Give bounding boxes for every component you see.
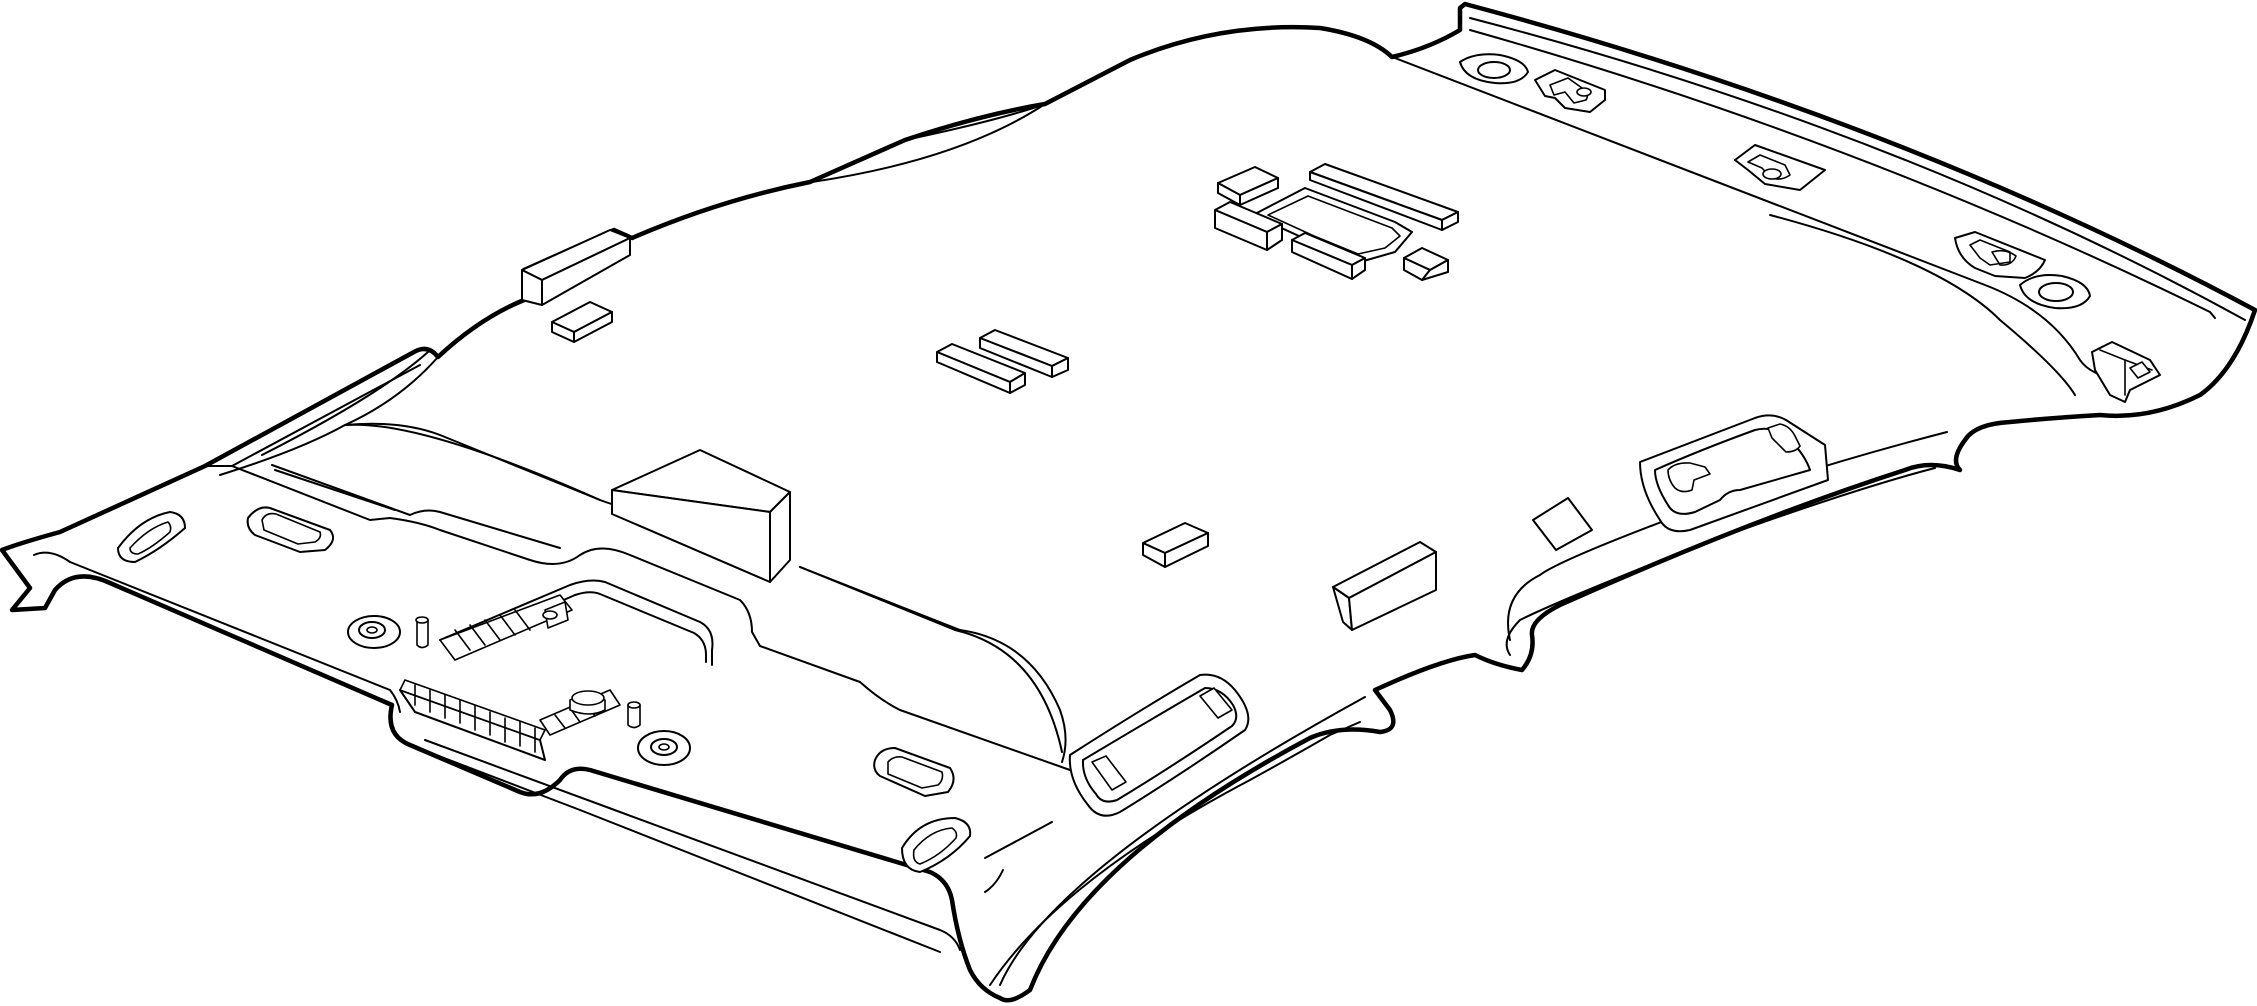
front-clip-hook-center (1734, 144, 1826, 191)
rear-center-short-line (984, 821, 1053, 859)
front-header-outer-line (1469, 17, 2246, 321)
grab-handle-recess-rear-left (117, 511, 186, 563)
front-clip-hook-right (1954, 231, 2046, 279)
pad-block-right-center (1332, 541, 1437, 631)
rear-lower-contour (409, 744, 941, 953)
left-roof-sweep (261, 351, 429, 456)
windshield-bow-curve (1769, 214, 2076, 396)
rear-short-notch-line (984, 869, 1004, 893)
rear-console-frame (439, 579, 714, 666)
pad-strip-center-lower (936, 343, 1026, 394)
right-front-inner-line (999, 696, 1366, 986)
overhead-console-bracket (1214, 163, 1459, 281)
front-clip-corner-block (2091, 341, 2161, 403)
pad-block-left-small (551, 301, 613, 343)
front-clip-round-left (1459, 53, 1529, 85)
pad-block-center-small (1142, 522, 1209, 568)
round-clip-right (637, 730, 691, 766)
pad-block-rear-large (611, 449, 791, 583)
grab-handle-recess-left (246, 506, 335, 553)
right-rear-roof-bow (799, 566, 956, 631)
front-right-lower-sweep (1505, 467, 1936, 656)
center-roof-long-line (271, 464, 561, 549)
rear-inner-contour (424, 739, 961, 951)
sunroof-upper-curve (811, 103, 1046, 183)
rear-roof-edge-line (799, 566, 1067, 763)
visor-pocket-right (1639, 414, 1829, 533)
rear-clip-cluster (399, 594, 641, 761)
center-rear-curve (954, 629, 1063, 753)
front-clip-round-right (2019, 274, 2091, 310)
left-side-trim-line (33, 551, 401, 713)
right-front-wrap-line (989, 721, 1361, 986)
pad-tile-right (1532, 497, 1593, 551)
rear-crossbar-upper (231, 465, 1071, 771)
grab-handle-recess-right (901, 817, 972, 873)
visor-pocket-rear (1068, 673, 1250, 817)
pad-strip-center-upper (979, 329, 1069, 378)
sunroof-lower-curve (904, 103, 1046, 141)
pad-block-left-edge (521, 229, 631, 306)
rear-console-frame-inner (449, 591, 707, 663)
front-clip-hook-left (1534, 69, 1606, 113)
round-clip-left (347, 615, 401, 649)
grab-handle-recess-rear-right (873, 747, 955, 797)
right-side-inner-sweep (1507, 431, 1948, 641)
front-header-mid-line (1469, 29, 2216, 319)
